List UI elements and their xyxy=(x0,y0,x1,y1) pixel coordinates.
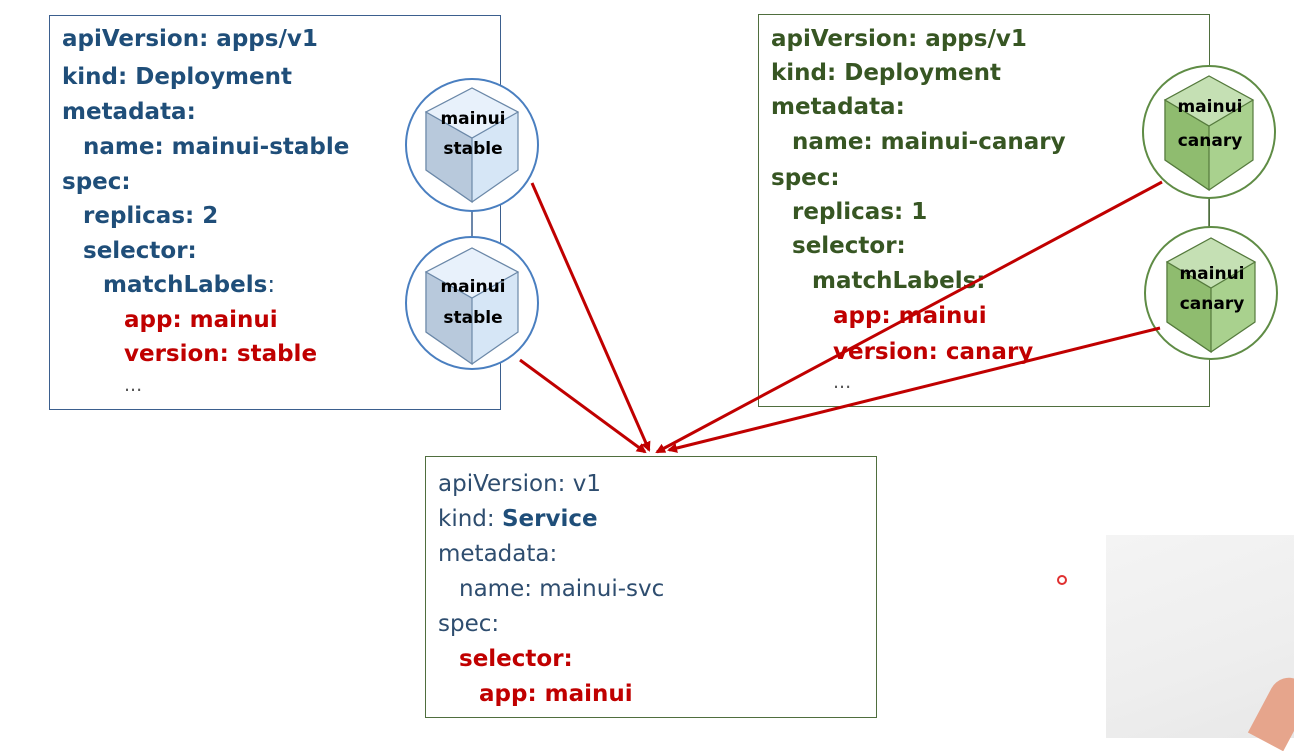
stable-spec: spec: xyxy=(62,169,131,195)
canary-name: name: mainui-canary xyxy=(792,129,1066,155)
service-api-version: apiVersion: v1 xyxy=(438,471,601,497)
canary-replicas: replicas: 1 xyxy=(792,199,928,225)
canary-spec: spec: xyxy=(771,165,840,191)
canary-selector: selector: xyxy=(792,233,906,259)
stable-api-version: apiVersion: apps/v1 xyxy=(62,26,318,52)
canary-match-labels: matchLabels: xyxy=(812,268,986,294)
canary-app-label: app: mainui xyxy=(833,303,987,329)
arrow-stable-pod-2-to-service xyxy=(519,358,647,454)
service-selector: selector: xyxy=(459,646,573,672)
canary-deployment-box: apiVersion: apps/v1 kind: Deployment met… xyxy=(758,14,1210,407)
stable-match-labels: matchLabels: xyxy=(103,272,276,298)
service-box: apiVersion: v1 kind: Service metadata: n… xyxy=(425,456,877,718)
stable-kind: kind: Deployment xyxy=(62,64,292,90)
stable-replicas: replicas: 2 xyxy=(83,203,219,229)
stable-deployment-box: apiVersion: apps/v1 kind: Deployment met… xyxy=(49,15,501,410)
service-app-label: app: mainui xyxy=(479,681,633,707)
canary-version-label: version: canary xyxy=(833,339,1034,365)
arrow-stable-pod-1-to-service xyxy=(530,182,651,452)
service-spec: spec: xyxy=(438,611,500,637)
stable-app-label: app: mainui xyxy=(124,307,278,333)
service-name: name: mainui-svc xyxy=(459,576,665,602)
stable-metadata: metadata: xyxy=(62,99,196,125)
service-metadata: metadata: xyxy=(438,541,558,567)
stable-selector: selector: xyxy=(83,238,197,264)
stable-ellipsis: ... xyxy=(124,374,143,396)
canary-metadata: metadata: xyxy=(771,94,905,120)
stable-version-label: version: stable xyxy=(124,341,318,367)
stable-name: name: mainui-stable xyxy=(83,134,350,160)
service-kind: kind: Service xyxy=(438,506,598,532)
canary-ellipsis: ... xyxy=(833,371,852,393)
canary-kind: kind: Deployment xyxy=(771,60,1001,86)
laser-pointer-dot xyxy=(1057,575,1067,585)
canary-api-version: apiVersion: apps/v1 xyxy=(771,26,1027,52)
